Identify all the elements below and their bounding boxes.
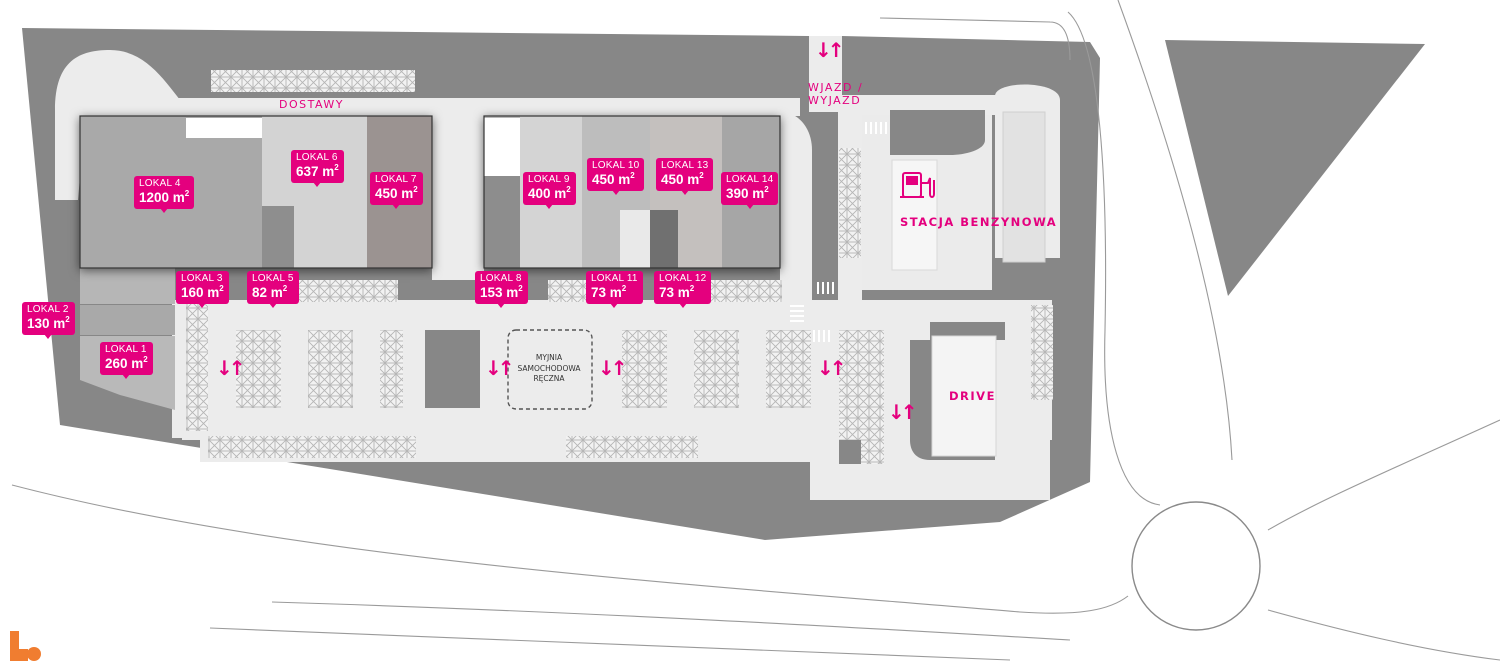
- unit-name: LOKAL 12: [659, 273, 707, 284]
- roads: [11, 0, 1500, 661]
- drive-building: [931, 335, 997, 457]
- two-way-arrow-icon: ↓↑: [815, 38, 844, 62]
- unit-name: LOKAL 5: [252, 273, 294, 284]
- unit-name: LOKAL 6: [296, 152, 338, 163]
- carwash-outline: [507, 329, 593, 410]
- unit-area: 1200 m2: [139, 189, 190, 205]
- unit-name: LOKAL 3: [181, 273, 223, 284]
- two-way-arrow-icon: ↓↑: [888, 400, 917, 424]
- unit-area: 450 m2: [661, 171, 704, 187]
- unit-area: 73 m2: [659, 284, 695, 300]
- roundabout: [1131, 501, 1261, 631]
- deliveries-label: DOSTAWY: [279, 98, 344, 111]
- unit-area: 130 m2: [27, 315, 70, 331]
- unit-name: LOKAL 13: [661, 160, 709, 171]
- carwash-label: MYJNIA SAMOCHODOWA RĘCZNA: [506, 329, 592, 409]
- station-island: [890, 110, 985, 155]
- unit-name: LOKAL 2: [27, 304, 69, 315]
- two-way-arrow-icon: ↓↑: [817, 356, 846, 380]
- unit-name: LOKAL 7: [375, 174, 417, 185]
- unit-name: LOKAL 9: [528, 174, 570, 185]
- unit-area: 82 m2: [252, 284, 288, 300]
- unit-name: LOKAL 11: [591, 273, 638, 284]
- carwash-line-3: RĘCZNA: [533, 374, 565, 384]
- island-center: [425, 330, 480, 408]
- two-way-arrow-icon: ↓↑: [485, 356, 514, 380]
- unit-area: 400 m2: [528, 185, 571, 201]
- unit-area: 260 m2: [105, 355, 148, 371]
- unit-area: 160 m2: [181, 284, 224, 300]
- parking-barrier: [410, 280, 472, 300]
- unit-2-block: [80, 305, 175, 335]
- crosswalks: [790, 122, 887, 342]
- two-way-arrow-icon: ↓↑: [216, 356, 245, 380]
- unit-area: 450 m2: [592, 171, 635, 187]
- unit-name: LOKAL 8: [480, 273, 522, 284]
- entry-label: WJAZD /: [808, 81, 864, 94]
- unit-area: 73 m2: [591, 284, 627, 300]
- island-east: [839, 440, 861, 464]
- developer-logo-icon: [10, 631, 41, 661]
- unit-area: 390 m2: [726, 185, 769, 201]
- unit-area: 153 m2: [480, 284, 523, 300]
- two-way-arrow-icon: ↓↑: [598, 356, 627, 380]
- green-plot: [1165, 40, 1425, 296]
- unit-area: 637 m2: [296, 163, 339, 179]
- carwash-line-1: MYJNIA: [535, 352, 563, 362]
- station-building: [1002, 111, 1046, 263]
- unit-name: LOKAL 14: [726, 174, 774, 185]
- carwash-line-2: SAMOCHODOWA: [517, 363, 581, 373]
- unit-name: LOKAL 10: [592, 160, 640, 171]
- exit-label: WYJAZD: [808, 94, 862, 107]
- unit-name: LOKAL 4: [139, 178, 181, 189]
- unit-area: 450 m2: [375, 185, 418, 201]
- unit-name: LOKAL 1: [105, 344, 147, 355]
- drive-label: DRIVE: [949, 389, 996, 403]
- station-label: STACJA BENZYNOWA: [900, 215, 1058, 229]
- fuel-pump-icon: [900, 172, 935, 198]
